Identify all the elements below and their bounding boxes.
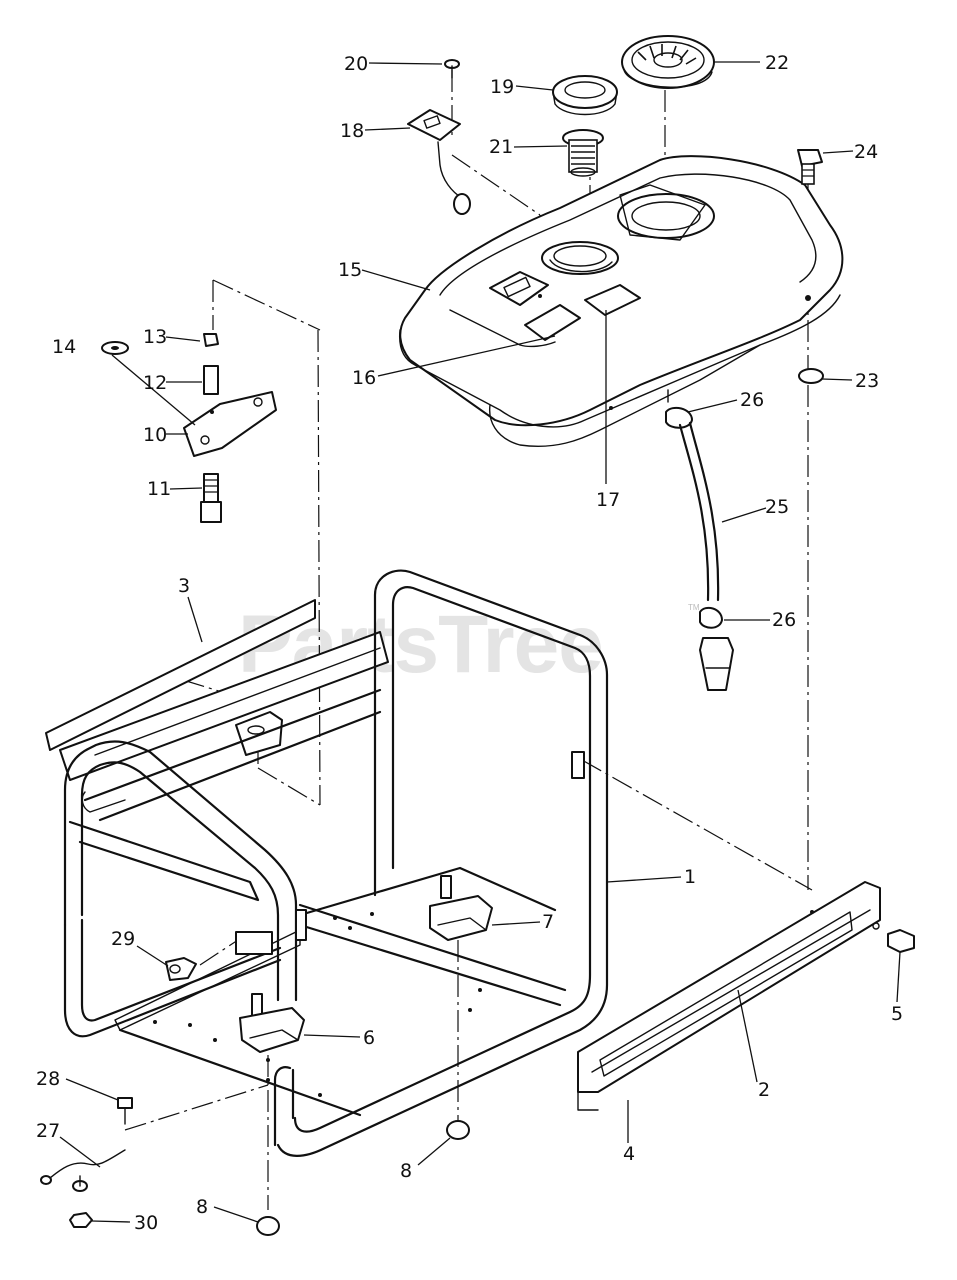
strainer-21 [562, 129, 604, 177]
callout-23: 23 [855, 370, 879, 392]
callout-18: 18 [340, 120, 364, 142]
callout-2: 2 [758, 1079, 770, 1101]
callout-29: 29 [111, 928, 135, 950]
ground-wire-27 [40, 1097, 133, 1228]
grommet-23 [798, 368, 824, 384]
callout-19: 19 [490, 76, 514, 98]
leader-lines [59, 61, 901, 1223]
callout-5: 5 [891, 1003, 903, 1025]
callout-13: 13 [143, 326, 167, 348]
frame-1 [63, 569, 609, 1157]
filler-cap-19 [552, 75, 618, 116]
callout-22: 22 [765, 52, 789, 74]
fuel-hose-25 [665, 406, 734, 691]
bolt-5 [887, 929, 915, 953]
callout-27: 27 [36, 1120, 60, 1142]
callout-16: 16 [352, 367, 376, 389]
callout-21: 21 [489, 136, 513, 158]
fuel-tank [398, 155, 844, 448]
foot-8-left [256, 1216, 280, 1236]
callout-20: 20 [344, 53, 368, 75]
bolt-24 [797, 149, 823, 185]
fuel-cap-22 [621, 35, 715, 89]
base-rail-2 [577, 881, 881, 1111]
callout-15: 15 [338, 259, 362, 281]
callout-3: 3 [178, 575, 190, 597]
callout-11: 11 [147, 478, 171, 500]
callout-26-top: 26 [740, 389, 764, 411]
callout-26-bottom: 26 [772, 609, 796, 631]
callout-6: 6 [363, 1027, 375, 1049]
bolt-29 [165, 957, 197, 981]
callout-24: 24 [854, 141, 878, 163]
engine-mount-7 [429, 875, 493, 941]
callout-17: 17 [596, 489, 620, 511]
callout-28: 28 [36, 1068, 60, 1090]
callout-10: 10 [143, 424, 167, 446]
callout-7: 7 [542, 911, 554, 933]
callout-14: 14 [52, 336, 76, 358]
engine-mount-6 [239, 993, 305, 1053]
callout-4: 4 [623, 1143, 635, 1165]
callout-25: 25 [765, 496, 789, 518]
bracket-assembly [101, 333, 277, 523]
callout-12: 12 [143, 372, 167, 394]
callout-30: 30 [134, 1212, 158, 1234]
fuel-gauge-18 [407, 59, 471, 215]
callouts: 20 19 22 18 21 24 15 16 17 23 26 25 26 1… [36, 52, 903, 1234]
watermark-trademark: TM [688, 603, 700, 612]
side-bar-3 [45, 599, 389, 781]
callout-8-left: 8 [196, 1196, 208, 1218]
callout-8-right: 8 [400, 1160, 412, 1182]
foot-8-right [446, 1120, 470, 1140]
callout-1: 1 [684, 866, 696, 888]
